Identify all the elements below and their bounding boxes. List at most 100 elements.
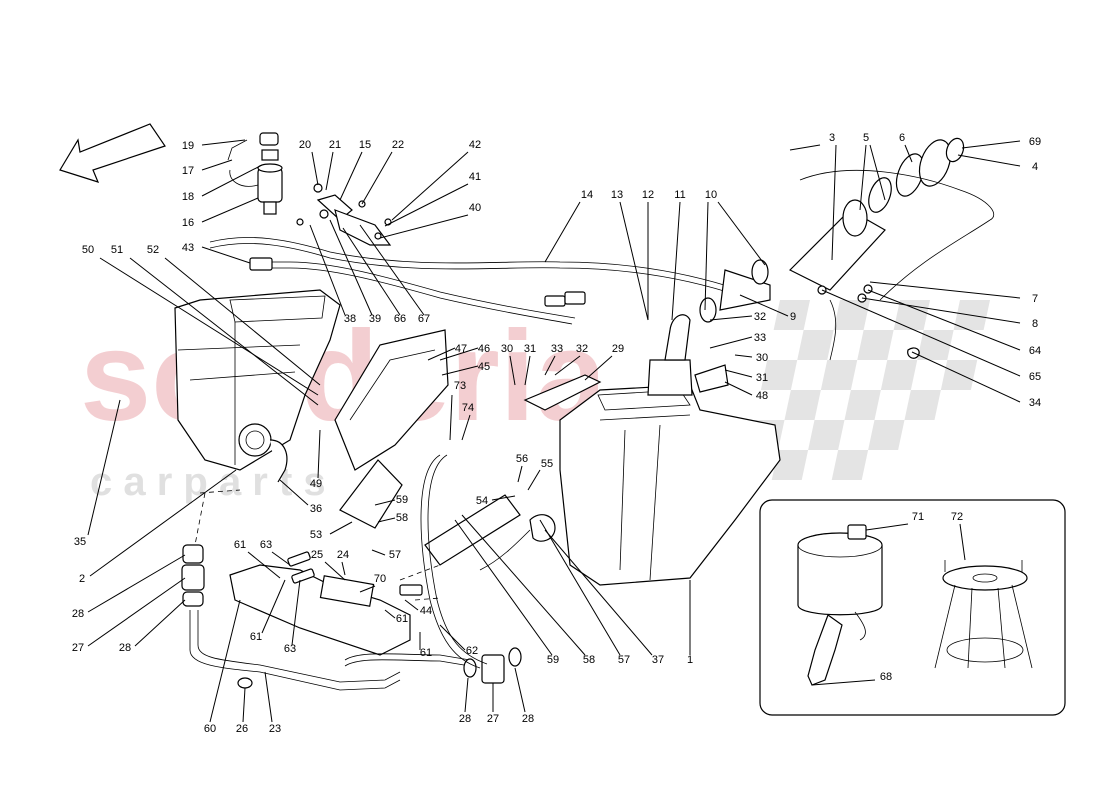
- callout-c61a: 61: [234, 539, 246, 551]
- leader-line-c22: [361, 151, 393, 205]
- callout-c37: 37: [652, 654, 664, 666]
- leader-line-c3: [789, 144, 821, 151]
- leader-line-c33b: [709, 336, 753, 349]
- leader-line-c54: [491, 495, 516, 501]
- fuel-line-14-inner: [209, 243, 741, 297]
- callout-c40: 40: [469, 202, 481, 214]
- leader-line-c71: [865, 523, 909, 531]
- callout-c6: 6: [899, 132, 905, 144]
- bracket-54: [424, 494, 521, 566]
- leader-line-c38: [309, 224, 346, 316]
- leader-line-c50: [99, 257, 319, 396]
- callout-c10: 10: [705, 189, 717, 201]
- leader-line-c53: [329, 521, 353, 535]
- callout-c58b: 58: [583, 654, 595, 666]
- callout-c74: 74: [462, 402, 474, 414]
- callout-c13: 13: [611, 189, 623, 201]
- fuel-line-14: [209, 237, 741, 291]
- callout-c23: 23: [269, 723, 281, 735]
- left-fuel-tank: [174, 289, 341, 483]
- leader-line-c16: [201, 197, 259, 223]
- leader-line-c28d: [514, 667, 526, 713]
- callout-c27b: 27: [487, 713, 499, 725]
- callout-c50: 50: [82, 244, 94, 256]
- callout-c31b: 31: [756, 372, 768, 384]
- leader-line-c30b: [734, 354, 753, 358]
- fuel-hose-43: [250, 261, 576, 319]
- callout-c60: 60: [204, 723, 216, 735]
- leader-line-c36: [279, 479, 309, 506]
- leader-line-c33a: [544, 355, 556, 376]
- flex-hose-44: [420, 454, 481, 669]
- callout-c30a: 30: [501, 343, 513, 355]
- leader-line-c23: [264, 671, 273, 723]
- callout-c11: 11: [674, 189, 685, 201]
- leader-line-c62: [439, 624, 466, 651]
- leader-line-c67: [359, 224, 425, 316]
- fuel-pipe-23: [189, 610, 401, 691]
- leader-line-c8: [861, 297, 1021, 324]
- callout-c45: 45: [478, 361, 490, 373]
- panel-53: [339, 459, 403, 529]
- leader-line-c10: [717, 201, 766, 266]
- leader-line-c17: [201, 159, 233, 171]
- callout-c71: 71: [912, 511, 924, 523]
- callout-c31a: 31: [524, 343, 536, 355]
- leader-line-c26: [242, 687, 246, 723]
- inset-box: [759, 499, 1066, 716]
- leader-line-c58a: [377, 517, 396, 523]
- leader-line-c28a: [87, 554, 186, 613]
- heat-shield: [334, 329, 449, 471]
- leader-line-c61a: [247, 551, 281, 579]
- callout-c55: 55: [541, 458, 553, 470]
- leader-line-c41: [384, 183, 469, 227]
- leader-line-c15: [339, 151, 363, 201]
- callout-c36: 36: [310, 503, 322, 515]
- callout-c29: 29: [612, 343, 624, 355]
- callout-c57a: 57: [389, 549, 401, 561]
- callout-c66: 66: [394, 313, 406, 325]
- leader-line-c74: [461, 414, 471, 441]
- callout-c14: 14: [581, 189, 593, 201]
- main-fuel-tank: [559, 314, 781, 586]
- bracket-29: [523, 374, 602, 411]
- leader-line-c7: [869, 281, 1021, 299]
- callout-c28a: 28: [72, 608, 84, 620]
- leader-line-c35: [87, 399, 121, 536]
- callout-c67: 67: [418, 313, 430, 325]
- callout-c7: 7: [1032, 293, 1038, 305]
- callout-c26: 26: [236, 723, 248, 735]
- callout-c8: 8: [1032, 318, 1038, 330]
- leader-line-c11: [671, 201, 681, 321]
- leader-line-c32b: [709, 315, 753, 321]
- callout-c61b: 61: [396, 613, 408, 625]
- leader-line-c39: [329, 219, 373, 316]
- callout-c1: 1: [687, 654, 693, 666]
- callout-c27a: 27: [72, 642, 84, 654]
- callout-c44: 44: [420, 605, 432, 617]
- leader-line-c61c: [261, 579, 286, 634]
- callout-c2: 2: [79, 573, 85, 585]
- leader-line-c49: [317, 429, 321, 479]
- leader-line-c47: [427, 347, 456, 361]
- callout-c53: 53: [310, 529, 322, 541]
- callout-c59b: 59: [547, 654, 559, 666]
- leader-line-c64: [867, 289, 1021, 351]
- leader-line-c5: [869, 144, 886, 201]
- callout-c73: 73: [454, 380, 466, 392]
- leader-line-c44: [404, 599, 419, 611]
- callout-c19: 19: [182, 140, 194, 152]
- callout-c32a: 32: [576, 343, 588, 355]
- callout-c35: 35: [74, 536, 86, 548]
- callout-c61c: 61: [250, 631, 262, 643]
- leader-line-c40: [379, 214, 469, 239]
- callout-c57b: 57: [618, 654, 630, 666]
- leader-line-c70: [359, 585, 376, 593]
- leader-line-c69: [961, 140, 1021, 149]
- callout-c49: 49: [310, 478, 322, 490]
- callout-c20: 20: [299, 139, 311, 151]
- callout-c64: 64: [1029, 345, 1041, 357]
- leader-line-c43: [201, 246, 251, 264]
- leader-line-c48: [724, 381, 753, 396]
